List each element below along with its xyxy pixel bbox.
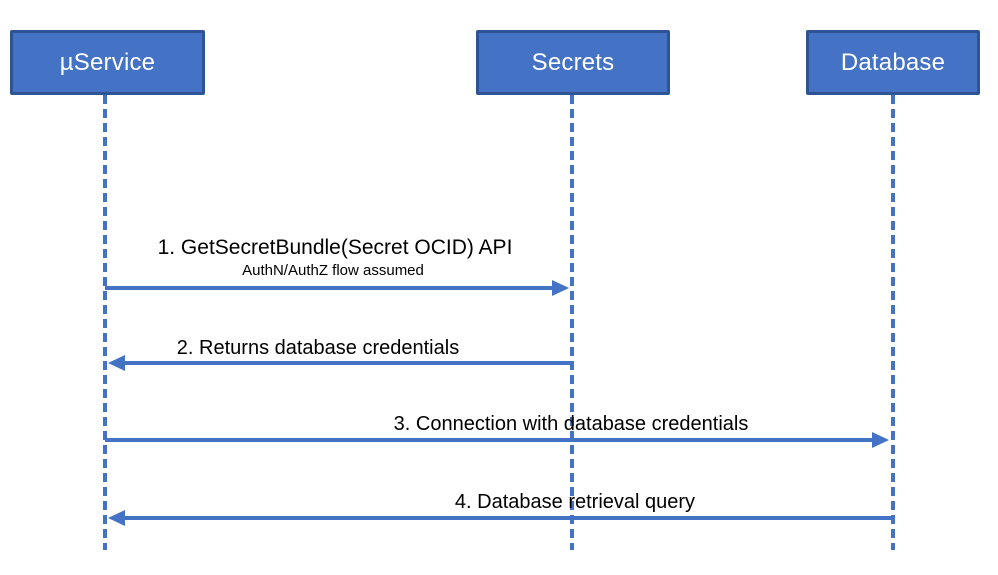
actor-label-uservice: µService [59,48,156,76]
message-3-label: 3. Connection with database credentials [393,413,749,435]
arrowhead-left-icon [108,510,125,526]
message-4-arrow [108,510,893,526]
message-1-note: AuthN/AuthZ flow assumed [242,262,424,279]
message-1-arrow [105,280,569,296]
actor-box-database: Database [806,30,980,95]
actor-label-database: Database [840,48,946,76]
message-4-label: 4. Database retrieval query [454,491,696,513]
actor-label-secrets: Secrets [531,48,615,76]
lifeline-uservice [103,95,107,550]
message-1-label: 1. GetSecretBundle(Secret OCID) API [157,236,513,259]
arrowhead-right-icon [872,432,889,448]
arrowhead-right-icon [552,280,569,296]
lifeline-secrets [570,95,574,550]
actor-box-secrets: Secrets [476,30,670,95]
message-3-arrow [105,432,889,448]
actor-box-uservice: µService [10,30,205,95]
message-2-label: 2. Returns database credentials [176,337,460,359]
arrowhead-left-icon [108,355,125,371]
lifeline-database [891,95,895,550]
message-2-arrow [108,355,572,371]
